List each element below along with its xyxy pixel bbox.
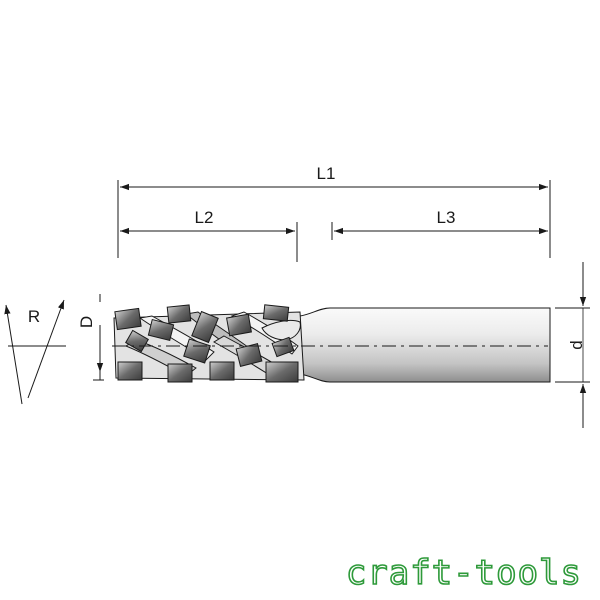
insert	[271, 336, 295, 358]
insert	[235, 343, 263, 367]
dimension-l3: L3	[334, 208, 548, 235]
label-d-shank: d	[567, 340, 586, 349]
insert	[147, 318, 175, 342]
brand-logo-text: craft-tools	[346, 553, 582, 593]
insert	[166, 304, 192, 324]
label-l1: L1	[317, 164, 336, 183]
label-d-cutting: D	[77, 316, 96, 328]
tool-shank	[299, 307, 551, 383]
dimension-d-shank: d	[567, 262, 587, 428]
cutting-inserts	[114, 304, 299, 383]
label-l2: L2	[195, 208, 214, 227]
insert	[262, 304, 290, 322]
insert	[114, 307, 142, 331]
insert	[167, 363, 193, 383]
label-l3: L3	[437, 208, 456, 227]
radius-indicator: R	[4, 299, 66, 405]
insert	[183, 338, 211, 364]
dimension-l2: L2	[120, 208, 295, 235]
dimension-d-cutting: D	[77, 294, 104, 372]
insert	[265, 361, 299, 383]
insert	[209, 361, 235, 381]
insert	[191, 310, 219, 344]
dimension-l1: L1	[120, 164, 548, 191]
insert	[226, 313, 252, 337]
insert	[117, 361, 143, 381]
label-radius: R	[28, 307, 40, 326]
